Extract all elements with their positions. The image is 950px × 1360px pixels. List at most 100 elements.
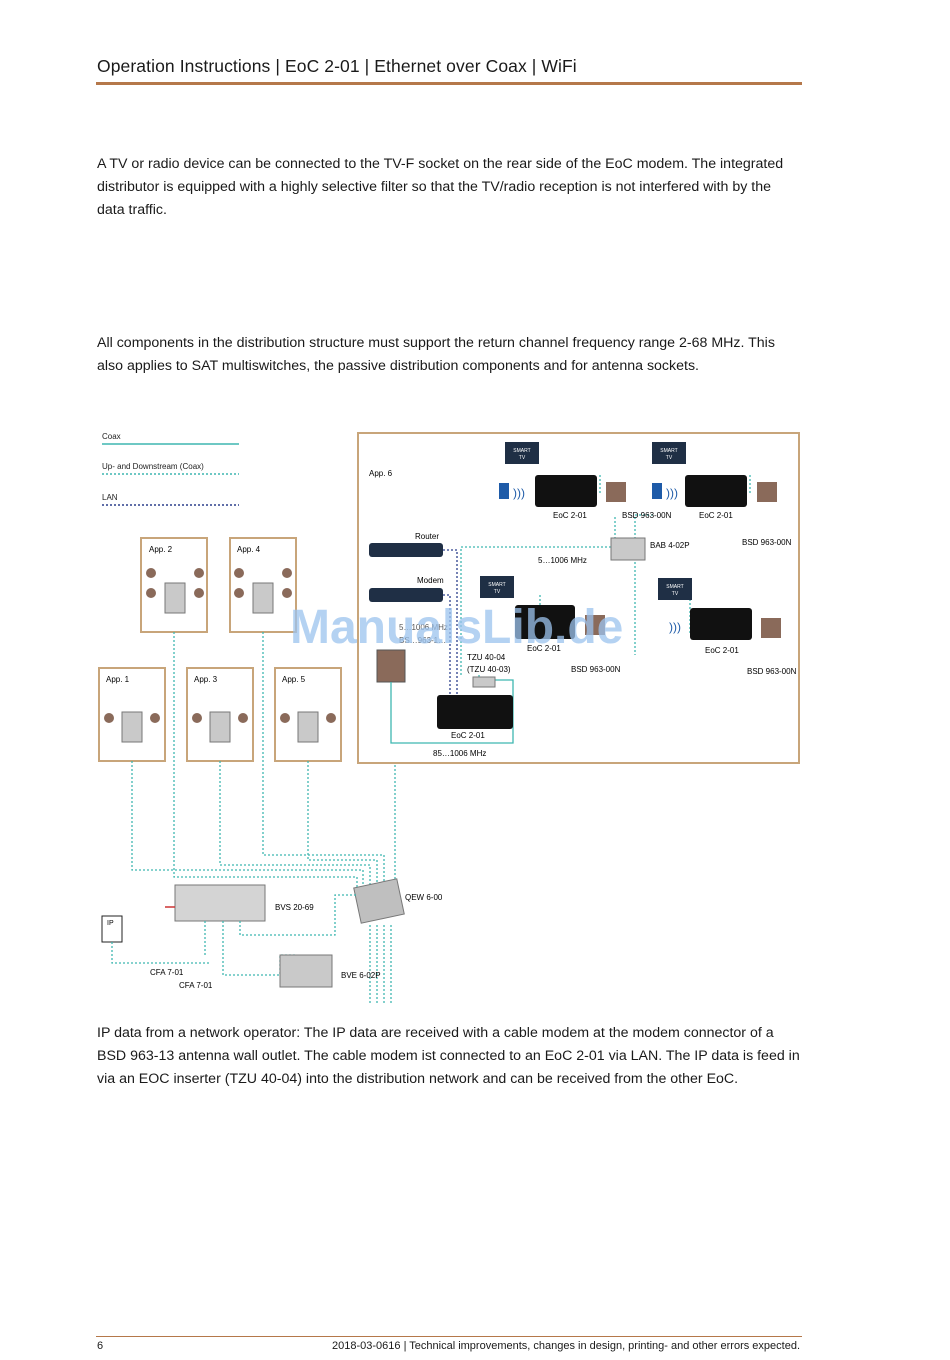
router-device [369, 543, 443, 557]
bsd-13-label: BS…963-1… [399, 636, 446, 645]
modem-label: Modem [417, 576, 444, 585]
bsd-outlet-icon [606, 482, 626, 502]
freq-5-label: 5…1006 MHz [538, 556, 587, 565]
router-label: Router [415, 532, 439, 541]
bvs-amplifier [174, 884, 266, 922]
bab-label: BAB 4-02P [650, 541, 690, 550]
watermark: ManualsLib.de [290, 601, 623, 654]
eoc-top-left-label: EoC 2-01 [553, 511, 587, 520]
eoc-device-middle-right [690, 608, 752, 640]
smart-tv-label-2: TV [666, 455, 673, 461]
bve-splitter [279, 954, 333, 988]
bsd-outlet-icon [585, 615, 605, 635]
smart-tv-label: SMART [666, 584, 683, 590]
paragraph-ip-data: IP data from a network operator: The IP … [97, 1025, 800, 1087]
bsd-top-right-label: BSD 963-00N [742, 538, 792, 547]
outlet-icon [282, 568, 292, 578]
header-rule [96, 82, 802, 85]
outlet-icon [150, 713, 160, 723]
smart-tv-label: SMART [488, 582, 505, 588]
smart-tv-label-2: TV [494, 589, 501, 595]
paragraph-return-channel: All components in the distribution struc… [97, 335, 775, 374]
tzu-device [472, 676, 496, 688]
outlet-icon [146, 568, 156, 578]
wall-outlet-icon [376, 649, 406, 683]
bsd-outlet-icon [757, 482, 777, 502]
apartment-5-label: App. 5 [282, 675, 306, 684]
legend-updown-label: Up- and Downstream (Coax) [102, 462, 204, 471]
bab-splitter [610, 537, 646, 561]
freq-85-label: 85…1006 MHz [433, 749, 486, 758]
apartment-6-label: App. 6 [369, 469, 393, 478]
legend-lan-label: LAN [102, 493, 118, 502]
splitter-icon [121, 711, 143, 743]
bvs-label: BVS 20-69 [275, 903, 314, 912]
outlet-icon [234, 568, 244, 578]
outlet-icon [238, 713, 248, 723]
footer-rule [96, 1336, 802, 1337]
tzu-label: TZU 40-04 [467, 653, 506, 662]
ip-label: IP [107, 920, 114, 927]
outlet-icon [234, 588, 244, 598]
splitter-icon [164, 582, 186, 614]
smart-tv-label-2: TV [519, 455, 526, 461]
wifi-icon: ))) [666, 486, 678, 500]
apartment-3-label: App. 3 [194, 675, 218, 684]
outlet-icon [326, 713, 336, 723]
bve-label: BVE 6-02P [341, 971, 381, 980]
eoc-device-bottom [437, 695, 513, 729]
modem-device [369, 588, 443, 602]
outlet-icon [104, 713, 114, 723]
apartment-2: App. 2 [140, 537, 208, 633]
apartment-4-label: App. 4 [237, 545, 261, 554]
legend: Coax Up- and Downstream (Coax) LAN [102, 432, 239, 506]
apartment-1: App. 1 [98, 667, 166, 762]
apartment-6: App. 6 Router Modem 5…1006 MHz BS…963-1… [357, 432, 800, 764]
paragraph-tv-radio: A TV or radio device can be connected to… [97, 156, 784, 218]
modem-freq-label: 5…1006 MHz [399, 623, 448, 632]
legend-coax-label: Coax [102, 432, 121, 441]
smart-tv-icon [480, 576, 514, 598]
smart-tv-icon [652, 442, 686, 464]
outlet-icon [146, 588, 156, 598]
eoc-middle-left-label: EoC 2-01 [527, 644, 561, 653]
header-title: Operation Instructions | EoC 2-01 | Ethe… [97, 56, 577, 76]
apartment-1-label: App. 1 [106, 675, 130, 684]
page-number: 6 [97, 1340, 104, 1352]
footer-note: 2018-03-0616 | Technical improvements, c… [332, 1340, 800, 1352]
bsd-top-left-label: BSD 963-00N [622, 511, 672, 520]
bsd-middle-left-label: BSD 963-00N [571, 665, 621, 674]
apartment-5: App. 5 [274, 667, 342, 762]
apartment-2-label: App. 2 [149, 545, 173, 554]
tablet-icon [499, 483, 509, 499]
splitter-icon [209, 711, 231, 743]
smart-tv-icon [658, 578, 692, 600]
bsd-outlet-icon [761, 618, 781, 638]
smart-tv-label: SMART [513, 448, 530, 454]
cfa-label-2: CFA 7-01 [179, 981, 213, 990]
splitter-icon [252, 582, 274, 614]
tzu-alt-label: (TZU 40-03) [467, 665, 511, 674]
apartment-feed-cables [131, 632, 396, 1005]
eoc-device-middle-left [515, 605, 575, 639]
outlet-icon [192, 713, 202, 723]
outlet-icon [194, 588, 204, 598]
eoc-device-top-left [535, 475, 597, 507]
apartment-3: App. 3 [186, 667, 254, 762]
splitter-icon [297, 711, 319, 743]
eoc-middle-right-label: EoC 2-01 [705, 646, 739, 655]
bsd-middle-right-label: BSD 963-00N [747, 667, 797, 676]
qew-distributor [353, 878, 405, 924]
outlet-icon [280, 713, 290, 723]
smart-tv-label-2: TV [672, 591, 679, 597]
tablet-icon [652, 483, 662, 499]
smart-tv-icon [505, 442, 539, 464]
apartment-4: App. 4 [229, 537, 297, 633]
cfa-label-1: CFA 7-01 [150, 968, 184, 977]
eoc-bottom-label: EoC 2-01 [451, 731, 485, 740]
smart-tv-label: SMART [660, 448, 677, 454]
wifi-icon: ))) [513, 486, 525, 500]
distribution-diagram: Coax Up- and Downstream (Coax) LAN App. … [98, 432, 800, 1005]
lan-cables [443, 549, 458, 695]
headend: BVS 20-69 QEW 6-00 IP CFA 7-01 CFA 7-01 … [101, 878, 443, 990]
